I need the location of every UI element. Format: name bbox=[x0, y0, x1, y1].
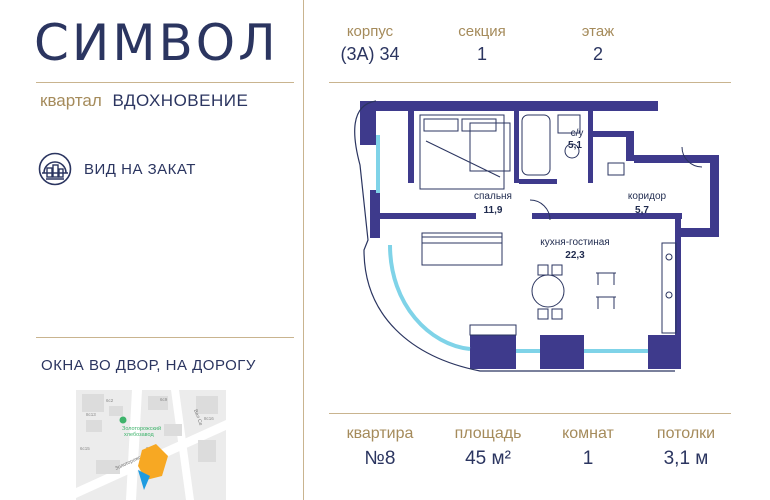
plan-furniture bbox=[419, 114, 703, 336]
map-building-highlight bbox=[138, 444, 168, 480]
map-street-2: Вал Се bbox=[192, 409, 203, 427]
stat-floor-label: этаж bbox=[581, 23, 615, 40]
room-area-bathroom: 5,1 bbox=[568, 140, 582, 151]
stat-building-value: (3А) 34 bbox=[340, 44, 400, 64]
view-text: ВИД НА ЗАКАТ bbox=[84, 160, 196, 178]
stat-apartment-label: квартира bbox=[346, 425, 414, 442]
stat-rooms-label: комнат bbox=[562, 425, 614, 442]
left-top-divider bbox=[36, 82, 294, 83]
stat-rooms-value: 1 bbox=[582, 448, 594, 469]
stat-apartment: квартира №8 bbox=[330, 425, 430, 470]
plan-labels: с/у 5,1 спальня 11,9 коридор 5,7 кухня-г… bbox=[474, 128, 666, 261]
map-house-1: 6с2 bbox=[106, 398, 114, 403]
stat-ceilings-label: потолки bbox=[656, 425, 716, 442]
map-house-5: 6с15 bbox=[80, 446, 90, 451]
room-area-corridor: 5,7 bbox=[635, 205, 649, 216]
view-feature: ВИД НА ЗАКАТ bbox=[38, 152, 196, 186]
stat-ceilings-value: 3,1 м bbox=[663, 448, 709, 469]
floor-plan: с/у 5,1 спальня 11,9 коридор 5,7 кухня-г… bbox=[354, 100, 719, 372]
left-bottom-divider bbox=[36, 337, 294, 338]
room-label-bathroom: с/у bbox=[571, 128, 584, 139]
room-label-bedroom: спальня bbox=[474, 191, 512, 202]
room-label-kitchen-living: кухня-гостиная bbox=[540, 237, 609, 248]
stat-ceilings: потолки 3,1 м bbox=[636, 425, 736, 470]
map-house-3: 8с13 bbox=[86, 412, 96, 417]
left-panel-divider bbox=[303, 0, 304, 500]
map-house-2: 6с9 bbox=[160, 397, 168, 402]
brand-logo: СИМВОЛ bbox=[34, 14, 279, 72]
stat-area-label: площадь bbox=[454, 425, 522, 442]
map-label-2: хлебозавод bbox=[124, 432, 154, 438]
room-area-kitchen-living: 22,3 bbox=[565, 250, 585, 261]
stat-apartment-value: №8 bbox=[364, 448, 396, 469]
room-area-bedroom: 11,9 bbox=[484, 205, 503, 216]
district-value: ВДОХНОВЕНИЕ bbox=[112, 91, 249, 110]
location-map: Золоторожский хлебозавод 6с2 6с9 8с13 8с… bbox=[76, 390, 226, 500]
room-label-corridor: коридор bbox=[628, 191, 667, 202]
map-pin-icon bbox=[119, 416, 127, 424]
plan-outer-contour bbox=[354, 100, 675, 372]
right-bottom-divider bbox=[329, 413, 731, 414]
right-top-divider bbox=[329, 82, 731, 83]
district-label: квартал bbox=[40, 91, 102, 110]
stat-building: корпус (3А) 34 bbox=[330, 23, 410, 65]
stat-section-label: секция bbox=[458, 23, 506, 40]
map-label-1: Золоторожский bbox=[122, 425, 161, 432]
stat-section: секция 1 bbox=[442, 23, 522, 65]
stat-area: площадь 45 м² bbox=[438, 425, 538, 470]
plan-walls bbox=[360, 101, 719, 369]
stat-building-label: корпус bbox=[346, 23, 394, 40]
map-house-4: 8с16 bbox=[204, 416, 214, 421]
stat-floor: этаж 2 bbox=[558, 23, 638, 65]
stat-rooms: комнат 1 bbox=[538, 425, 638, 470]
stat-floor-value: 2 bbox=[592, 44, 603, 64]
windows-orientation: ОКНА ВО ДВОР, НА ДОРОГУ bbox=[41, 357, 256, 374]
stat-area-value: 45 м² bbox=[465, 448, 511, 469]
stat-section-value: 1 bbox=[476, 44, 487, 64]
map-view-direction-icon bbox=[138, 470, 150, 490]
sunset-view-icon bbox=[38, 152, 72, 186]
district-line: квартал ВДОХНОВЕНИЕ bbox=[40, 91, 248, 111]
